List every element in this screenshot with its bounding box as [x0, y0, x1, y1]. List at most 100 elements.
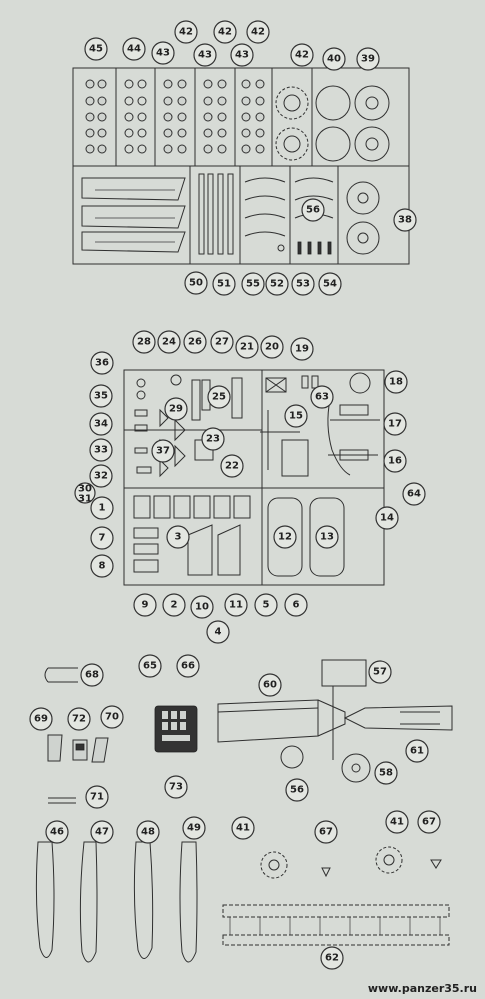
- svg-text:25: 25: [212, 392, 226, 403]
- small-parts-right: [260, 372, 380, 477]
- part-callout: 36: [90, 351, 114, 375]
- part-callout: 2: [162, 593, 186, 617]
- svg-text:41: 41: [236, 823, 250, 834]
- svg-text:45: 45: [89, 44, 103, 55]
- svg-text:6: 6: [293, 600, 300, 611]
- svg-text:44: 44: [127, 44, 141, 55]
- svg-text:42: 42: [218, 27, 232, 38]
- part-callout: 64: [402, 482, 426, 506]
- svg-text:71: 71: [90, 792, 104, 803]
- part-callout: 25: [207, 385, 231, 409]
- road-wheels: [315, 85, 390, 255]
- part-callout: 71: [85, 785, 109, 809]
- part-callout: 67: [417, 810, 441, 834]
- part-callout: 32: [89, 464, 113, 488]
- part-callout: 52: [265, 272, 289, 296]
- svg-text:42: 42: [295, 50, 309, 61]
- svg-text:62: 62: [325, 953, 339, 964]
- part-callout: 24: [157, 330, 181, 354]
- part-callout: 50: [184, 271, 208, 295]
- part-callout: 42: [213, 20, 237, 44]
- part-callout: 8: [90, 554, 114, 578]
- svg-text:46: 46: [50, 827, 64, 838]
- svg-text:50: 50: [189, 278, 203, 289]
- part-callout: 40: [322, 47, 346, 71]
- part-callout: 15: [284, 404, 308, 428]
- svg-text:33: 33: [94, 445, 108, 456]
- svg-text:35: 35: [94, 391, 108, 402]
- svg-text:39: 39: [361, 54, 375, 65]
- part-callout: 10: [190, 595, 214, 619]
- svg-text:20: 20: [265, 342, 279, 353]
- svg-text:7: 7: [99, 533, 106, 544]
- svg-text:43: 43: [235, 50, 249, 61]
- svg-text:23: 23: [206, 434, 220, 445]
- svg-text:58: 58: [379, 768, 393, 779]
- svg-text:68: 68: [85, 670, 99, 681]
- svg-text:24: 24: [162, 337, 176, 348]
- part-callout: 55: [241, 272, 265, 296]
- svg-text:42: 42: [179, 27, 193, 38]
- small-parts-left: [134, 374, 243, 478]
- svg-text:34: 34: [94, 419, 108, 430]
- svg-text:52: 52: [270, 279, 284, 290]
- part-callout: 1: [90, 496, 114, 520]
- part-callout: 41: [231, 816, 255, 840]
- svg-text:18: 18: [389, 377, 403, 388]
- svg-text:63: 63: [315, 392, 329, 403]
- part-callout: 47: [90, 820, 114, 844]
- svg-text:41: 41: [390, 817, 404, 828]
- svg-text:56: 56: [306, 205, 320, 216]
- svg-text:56: 56: [290, 785, 304, 796]
- svg-text:29: 29: [169, 404, 183, 415]
- svg-text:55: 55: [246, 279, 260, 290]
- svg-text:37: 37: [156, 446, 170, 457]
- part-callout: 56: [301, 198, 325, 222]
- svg-text:53: 53: [296, 279, 310, 290]
- part-callout: 13: [315, 525, 339, 549]
- part-callout: 5: [254, 593, 278, 617]
- part-callout: 63: [310, 385, 334, 409]
- part-callout: 62: [320, 946, 344, 970]
- svg-text:14: 14: [380, 513, 394, 524]
- svg-text:9: 9: [142, 600, 149, 611]
- part-callout: 11: [224, 593, 248, 617]
- part-callout: 21: [235, 335, 259, 359]
- part-callout: 14: [375, 506, 399, 530]
- part-callout: 17: [383, 412, 407, 436]
- svg-text:19: 19: [295, 344, 309, 355]
- part-callout: 66: [176, 654, 200, 678]
- part-callout: 42: [174, 20, 198, 44]
- part-callout: 43: [230, 43, 254, 67]
- part-callout: 19: [290, 337, 314, 361]
- svg-text:3: 3: [175, 532, 182, 543]
- part-callout: 37: [151, 439, 175, 463]
- svg-text:36: 36: [95, 358, 109, 369]
- svg-text:27: 27: [215, 337, 229, 348]
- part-callout: 46: [45, 820, 69, 844]
- svg-text:2: 2: [171, 600, 178, 611]
- part-callout: 16: [383, 449, 407, 473]
- svg-text:30: 30: [78, 484, 92, 495]
- part-callout: 44: [122, 37, 146, 61]
- svg-text:22: 22: [225, 461, 239, 472]
- part-callout: 38: [393, 208, 417, 232]
- svg-text:4: 4: [215, 627, 222, 638]
- svg-text:13: 13: [320, 532, 334, 543]
- watermark-text: www.panzer35.ru: [367, 982, 477, 995]
- svg-text:69: 69: [34, 714, 48, 725]
- part-callout: 20: [260, 335, 284, 359]
- svg-text:51: 51: [217, 279, 231, 290]
- part-callout: 29: [164, 397, 188, 421]
- svg-text:43: 43: [198, 50, 212, 61]
- svg-text:64: 64: [407, 489, 421, 500]
- svg-text:38: 38: [398, 215, 412, 226]
- svg-text:61: 61: [410, 746, 424, 757]
- svg-text:8: 8: [99, 561, 106, 572]
- part-callout: 42: [290, 43, 314, 67]
- svg-text:17: 17: [388, 419, 402, 430]
- sprocket-wheels: [275, 86, 309, 161]
- part-callout: 65: [138, 654, 162, 678]
- svg-text:11: 11: [229, 600, 243, 611]
